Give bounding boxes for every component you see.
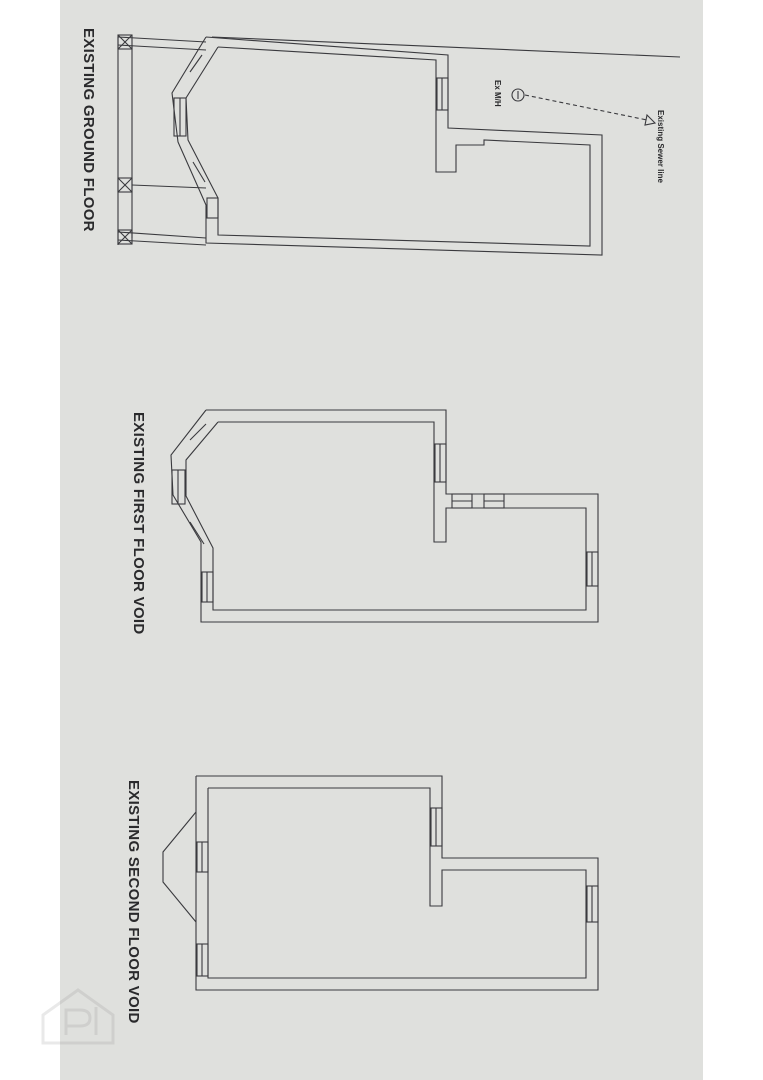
first-floor-plan (170, 409, 599, 623)
second-floor-outer-walls (195, 775, 599, 991)
ground-floor-title: EXISTING GROUND FLOOR (80, 28, 97, 232)
pier (117, 229, 133, 245)
site-boundary-line (211, 36, 681, 58)
first-floor-title: EXISTING FIRST FLOOR VOID (130, 412, 147, 635)
first-floor-outer-walls (170, 409, 599, 623)
sewer-line (524, 94, 648, 121)
watermark-logo-icon (41, 988, 115, 1045)
pier (117, 177, 133, 193)
sewer-line-label: Existing Sewer line (656, 110, 665, 183)
second-floor-title: EXISTING SECOND FLOOR VOID (125, 780, 142, 1024)
ground-floor-outer-walls (171, 36, 603, 256)
ground-floor-plan (117, 34, 657, 256)
pier (117, 34, 133, 50)
first-floor-inner-walls (185, 421, 587, 611)
ground-floor-inner-walls (185, 46, 591, 247)
second-floor-bay-roof (162, 811, 197, 923)
second-floor-plan (162, 775, 599, 991)
sewer-arrow-icon (644, 113, 657, 126)
second-floor-inner-walls (207, 787, 587, 979)
ground-window-bay-left (189, 54, 203, 73)
ground-window-side (206, 197, 219, 219)
drawing-sheet (60, 0, 703, 1080)
manhole-symbol (511, 88, 525, 102)
manhole-label: Ex M/H (493, 80, 502, 107)
